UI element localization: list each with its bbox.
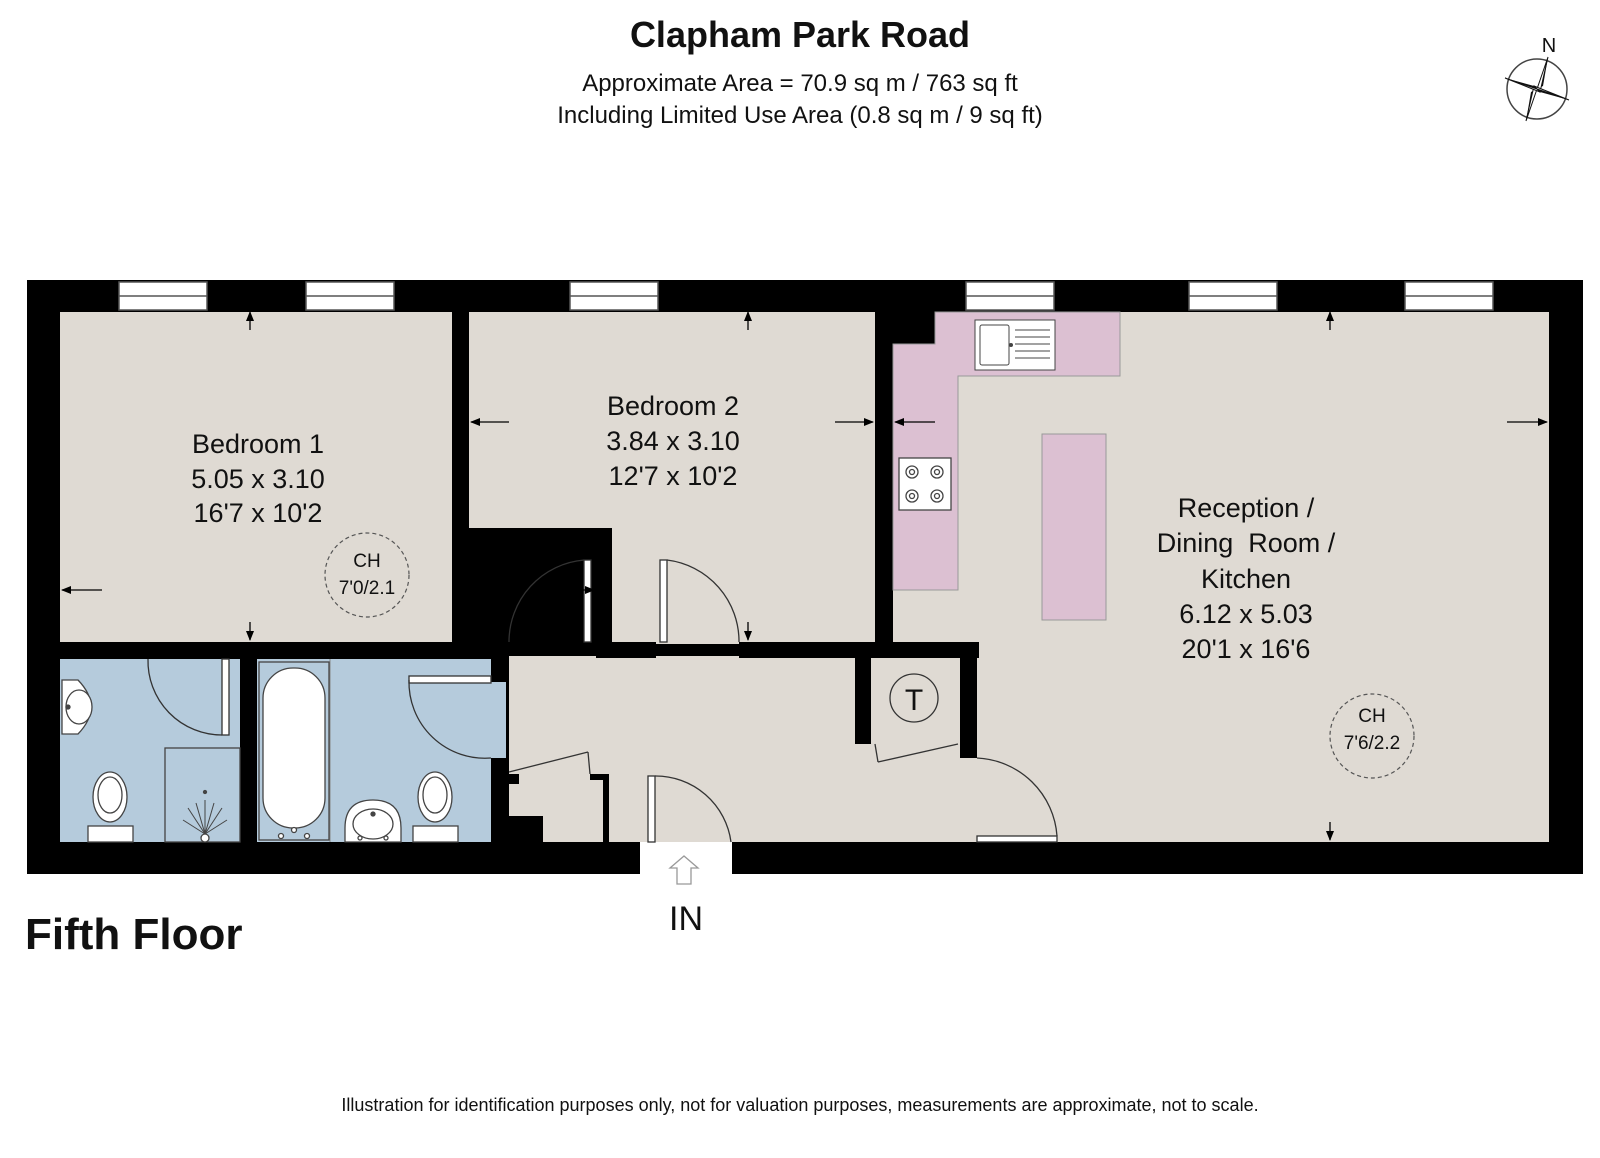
- wall: [596, 540, 612, 656]
- hob-icon: [898, 457, 952, 511]
- room-name: Bedroom 1: [192, 429, 324, 459]
- room-metric: 3.84 x 3.10: [606, 426, 740, 456]
- compass-north-label: N: [1542, 35, 1556, 57]
- door-swing: [408, 675, 492, 759]
- entrance-label: IN: [669, 900, 703, 938]
- bedroom-2-floor: [469, 312, 875, 528]
- wall: [855, 642, 871, 744]
- wall: [603, 774, 609, 842]
- disclaimer: Illustration for identification purposes…: [341, 1095, 1259, 1115]
- hallway-floor: [509, 656, 893, 842]
- wall: [596, 642, 656, 658]
- svg-text:7'6/2.2: 7'6/2.2: [1344, 733, 1400, 754]
- dimension-arrows: [61, 311, 1548, 841]
- wall: [491, 758, 509, 874]
- door-swing: [508, 751, 591, 775]
- kitchen-units: [892, 311, 1121, 621]
- floor-label: Fifth Floor: [25, 910, 243, 959]
- room-metric: 6.12 x 5.03: [1179, 599, 1313, 629]
- washbasin-icon: [61, 679, 93, 735]
- room-name: Bedroom 2: [607, 391, 739, 421]
- door-swing: [508, 559, 592, 643]
- svg-text:CH: CH: [1358, 706, 1385, 727]
- washbasin-icon: [344, 799, 402, 843]
- entrance-arrow-icon: [668, 855, 700, 885]
- door-swing: [659, 559, 740, 643]
- toilet-icon: [87, 771, 134, 843]
- reception-floor: [893, 312, 1549, 842]
- area-summary: Approximate Area = 70.9 sq m / 763 sq ft: [582, 70, 1018, 97]
- bathtub-icon: [258, 661, 330, 841]
- room-imperial: 12'7 x 10'2: [609, 461, 738, 491]
- wall: [509, 774, 519, 784]
- toilet-icon: [412, 771, 459, 843]
- doors: [147, 559, 1058, 843]
- room-imperial: 20'1 x 16'6: [1182, 634, 1311, 664]
- svg-text:CH: CH: [353, 551, 380, 572]
- wall: [452, 312, 469, 556]
- room-metric: 5.05 x 3.10: [191, 464, 325, 494]
- svg-text:7'0/2.1: 7'0/2.1: [339, 578, 395, 599]
- tank-label: T: [905, 684, 923, 717]
- door-swing: [647, 775, 732, 843]
- bedroom-1-floor: [60, 312, 452, 642]
- bedroom-2-alcove-floor: [612, 528, 875, 644]
- room-name-line: Kitchen: [1201, 564, 1291, 594]
- bedroom-1-label: Bedroom 1 5.05 x 3.10 16'7 x 10'2: [191, 429, 325, 528]
- wall: [240, 642, 257, 874]
- wall: [452, 540, 612, 556]
- bedroom-2-label: Bedroom 2 3.84 x 3.10 12'7 x 10'2: [606, 391, 740, 491]
- wall: [875, 312, 935, 344]
- en-suite-fixtures: [61, 679, 241, 843]
- wall: [960, 642, 977, 758]
- shower-icon: [164, 747, 241, 843]
- wall: [491, 642, 509, 682]
- wall: [27, 642, 509, 659]
- door-swing: [976, 757, 1058, 843]
- kitchen-island: [1041, 433, 1107, 621]
- windows: [118, 281, 1494, 311]
- water-tank-icon: [889, 673, 939, 723]
- ceiling-height-badge: CH 7'6/2.2: [1329, 693, 1415, 779]
- room-name-line: Dining Room /: [1157, 528, 1336, 558]
- wall: [875, 312, 893, 656]
- reception-label: Reception / Dining Room / Kitchen 6.12 x…: [1157, 493, 1336, 664]
- wall: [590, 774, 609, 780]
- door-swing: [147, 658, 230, 736]
- sink-icon: [974, 319, 1056, 371]
- room-imperial: 16'7 x 10'2: [194, 498, 323, 528]
- compass-rose-icon: N: [1504, 35, 1570, 122]
- ceiling-height-badge: CH 7'0/2.1: [324, 532, 410, 618]
- room-name-line: Reception /: [1178, 493, 1315, 523]
- plan-title: Clapham Park Road: [629, 14, 971, 55]
- bathroom-fixtures: [258, 659, 459, 843]
- wall: [509, 816, 543, 874]
- limited-use-area: Including Limited Use Area (0.8 sq m / 9…: [557, 102, 1043, 129]
- door-swing: [874, 743, 959, 763]
